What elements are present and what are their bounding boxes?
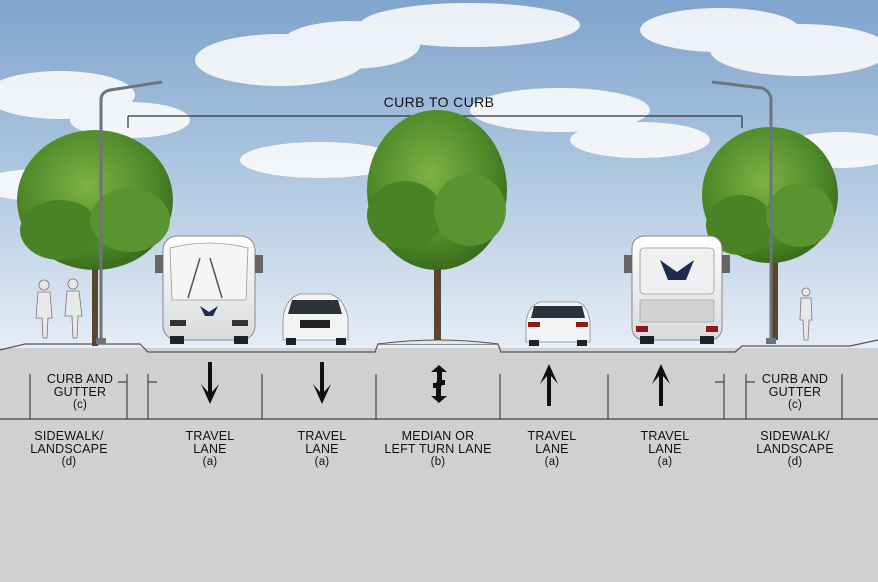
segment-label-travel-lane-1: TRAVEL LANE (a): [160, 430, 260, 469]
segment-line2: LANE: [193, 442, 227, 456]
tree-right: [702, 127, 838, 340]
segment-line1: SIDEWALK/: [760, 429, 830, 443]
segment-line2: LANE: [535, 442, 569, 456]
segment-line1: TRAVEL: [640, 429, 690, 443]
median-hump: [377, 339, 499, 345]
segment-label-median: MEDIAN OR LEFT TURN LANE (b): [378, 430, 498, 469]
segment-line2: LANDSCAPE: [30, 442, 108, 456]
ground: [0, 348, 878, 582]
segment-line2: LEFT TURN LANE: [384, 442, 492, 456]
curb-left-code: (c): [72, 399, 87, 411]
curb-right-line1: CURB AND: [761, 372, 829, 386]
segment-line2: LANE: [305, 442, 339, 456]
segment-line2: LANE: [648, 442, 682, 456]
segment-line2: LANDSCAPE: [756, 442, 834, 456]
down-arrow-icon: [201, 362, 219, 404]
segment-code: (a): [657, 456, 673, 468]
segment-code: (a): [202, 456, 218, 468]
segment-boundaries: [0, 374, 878, 420]
down-arrow-icon: [313, 362, 331, 404]
segment-code: (d): [61, 456, 77, 468]
tree-median: [367, 110, 507, 340]
street-light-right: [711, 80, 776, 344]
curb-gutter-left-label: CURB AND GUTTER (c): [30, 373, 130, 412]
segment-code: (d): [787, 456, 803, 468]
segment-code: (a): [544, 456, 560, 468]
car-left-front: [282, 293, 349, 345]
segment-line1: SIDEWALK/: [34, 429, 104, 443]
street-light-left: [96, 80, 163, 344]
segment-code: (b): [430, 456, 446, 468]
up-arrow-icon: [540, 364, 558, 406]
segment-label-travel-lane-2: TRAVEL LANE (a): [272, 430, 372, 469]
segment-label-sidewalk-right: SIDEWALK/ LANDSCAPE (d): [740, 430, 850, 469]
pedestrian-right: [799, 287, 813, 341]
segment-line1: MEDIAN OR: [401, 429, 475, 443]
segment-code: (a): [314, 456, 330, 468]
segment-label-sidewalk-left: SIDEWALK/ LANDSCAPE (d): [14, 430, 124, 469]
pedestrians-left: [35, 278, 83, 339]
curb-to-curb-label: CURB TO CURB: [383, 94, 495, 110]
two-way-turn-arrow-icon: [431, 365, 447, 403]
car-right-rear: [525, 301, 591, 346]
curb-right-code: (c): [787, 399, 802, 411]
curb-left-line1: CURB AND: [46, 372, 114, 386]
bus-right-rear: [624, 235, 730, 344]
tree-left: [17, 130, 173, 346]
segment-line1: TRAVEL: [185, 429, 235, 443]
curb-right-line2: GUTTER: [768, 385, 822, 399]
up-arrow-icon: [652, 364, 670, 406]
bus-left-front: [155, 235, 263, 344]
segment-label-travel-lane-3: TRAVEL LANE (a): [502, 430, 602, 469]
segment-line1: TRAVEL: [527, 429, 577, 443]
curb-left-line2: GUTTER: [53, 385, 107, 399]
segment-line1: TRAVEL: [297, 429, 347, 443]
curb-gutter-right-label: CURB AND GUTTER (c): [745, 373, 845, 412]
segment-label-travel-lane-4: TRAVEL LANE (a): [615, 430, 715, 469]
